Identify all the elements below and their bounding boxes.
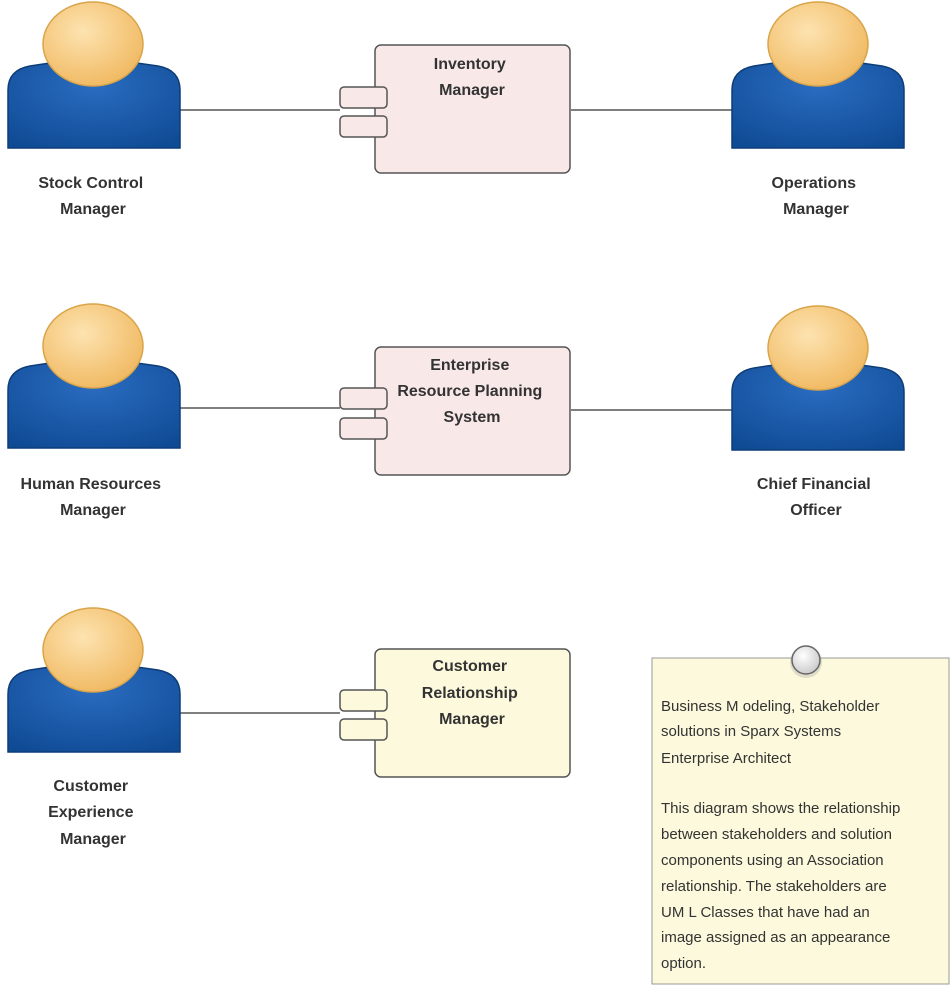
- actor-label: Chief Financial Officer: [757, 476, 875, 519]
- actor-label: Operations Manager: [772, 175, 861, 218]
- note-pin-icon: [790, 645, 822, 678]
- note-body: [651, 657, 950, 985]
- component-port-top: [339, 86, 388, 109]
- stakeholder-icon: [7, 303, 181, 449]
- note-text: Business M odeling, Stakeholder solution…: [661, 698, 904, 972]
- component-body: [374, 648, 571, 778]
- component-port-top: [339, 387, 388, 410]
- component-label: Customer Relationship Manager: [422, 658, 522, 728]
- component-label: Inventory Manager: [434, 56, 510, 99]
- component-body: [374, 346, 571, 476]
- actor-operations-manager[interactable]: Operations Manager: [731, 1, 905, 218]
- actor-chief-financial-officer[interactable]: Chief Financial Officer: [731, 305, 905, 519]
- component-port-top: [339, 689, 388, 712]
- component-port-bottom: [339, 115, 388, 138]
- diagram-note[interactable]: Business M odeling, Stakeholder solution…: [651, 645, 950, 985]
- actor-label: Customer Experience Manager: [48, 778, 138, 848]
- actor-label: Human Resources Manager: [21, 476, 166, 519]
- actor-stock-control-manager[interactable]: Stock Control Manager: [7, 1, 181, 218]
- actor-label: Stock Control Manager: [38, 175, 147, 218]
- actor-human-resources-manager[interactable]: Human Resources Manager: [7, 303, 181, 519]
- stakeholder-icon: [731, 1, 905, 149]
- stakeholder-icon: [7, 1, 181, 149]
- component-port-bottom: [339, 718, 388, 741]
- component-label: Enterprise Resource Planning System: [397, 357, 546, 426]
- component-erp-system[interactable]: Enterprise Resource Planning System: [339, 346, 571, 476]
- actor-customer-experience-manager[interactable]: Customer Experience Manager: [7, 607, 181, 848]
- component-inventory-manager[interactable]: Inventory Manager: [339, 44, 571, 174]
- stakeholder-icon: [731, 305, 905, 451]
- stakeholder-icon: [7, 607, 181, 753]
- component-customer-relationship-manager[interactable]: Customer Relationship Manager: [339, 648, 571, 778]
- component-body: [374, 44, 571, 174]
- component-port-bottom: [339, 417, 388, 440]
